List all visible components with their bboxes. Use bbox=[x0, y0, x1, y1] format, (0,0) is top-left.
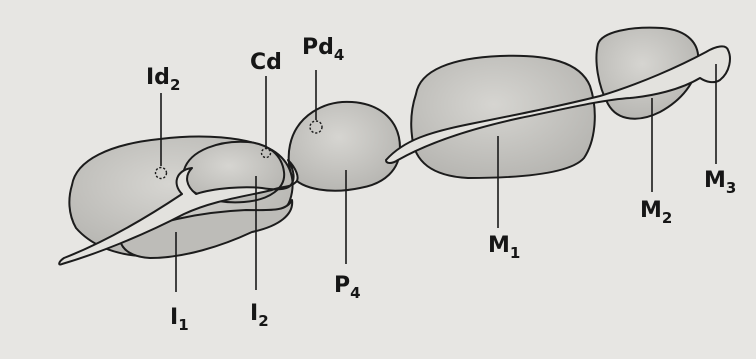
label-cd: Cd bbox=[250, 50, 282, 75]
